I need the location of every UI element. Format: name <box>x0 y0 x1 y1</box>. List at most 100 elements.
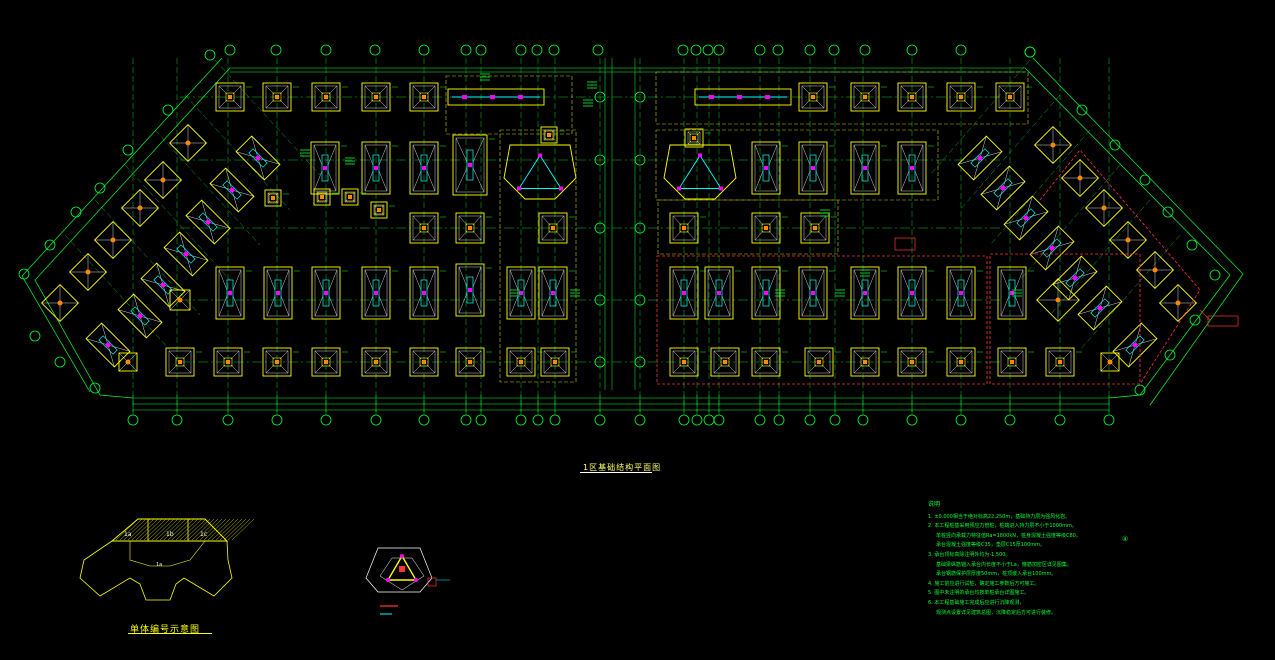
cap-slope-line <box>754 350 764 360</box>
axis-bubble-bottom <box>1103 414 1115 426</box>
note-line: 单桩竖向承载力特征值Ra=1800kN，桩身混凝土强度等级C80。 <box>936 532 1081 539</box>
column-mark <box>1101 205 1107 211</box>
column-mark <box>160 282 166 288</box>
pile-cap-outline <box>313 188 331 206</box>
column-mark <box>228 95 232 99</box>
pile-cap <box>263 266 300 320</box>
cap-slope-line <box>1014 295 1024 317</box>
column-stub <box>175 357 185 367</box>
cap-slope-line <box>1012 99 1022 109</box>
axis-bubble-bottom <box>127 414 139 426</box>
pile-cap-inner <box>412 269 436 317</box>
column-stub <box>956 357 966 367</box>
cap-slope-line <box>265 99 275 109</box>
pile-cap-inner <box>218 269 242 317</box>
cap-slope-line <box>328 350 338 360</box>
wing-axis-line <box>154 129 261 246</box>
pile-cap-outline <box>163 231 209 277</box>
column-stub <box>374 205 384 215</box>
pile-cap <box>751 347 788 377</box>
cap-slope-line <box>543 350 553 360</box>
wing-axis-line <box>1079 234 1181 351</box>
column-mark <box>57 300 63 306</box>
detail-outline <box>365 547 433 593</box>
cap-slope-line <box>686 350 696 360</box>
pile-mark <box>698 153 702 158</box>
pile-cap-outline <box>710 347 740 377</box>
pile-cap-outline <box>341 188 359 206</box>
pile-cap <box>538 212 575 244</box>
cap-slope-line <box>963 364 973 374</box>
cap-slope-line <box>364 99 374 109</box>
right-wing-dimension <box>1024 67 1231 399</box>
hatch-line <box>199 518 223 541</box>
rotated-pile-cap <box>118 352 138 372</box>
column-stub <box>544 130 554 140</box>
column-stub <box>321 92 331 102</box>
cap-slope-line <box>867 364 877 374</box>
column-mark <box>1152 267 1158 273</box>
rotated-pile-cap <box>1135 250 1175 290</box>
key-zone-label: 1c <box>200 531 207 538</box>
hatch-line <box>219 518 243 541</box>
pile-cap-inner <box>265 85 289 109</box>
left-wing-dimension <box>34 67 231 399</box>
pile-cap-outline <box>1033 125 1073 165</box>
column-stub <box>419 357 429 367</box>
cap-slope-line <box>963 269 973 291</box>
cap-slope-line <box>687 140 692 145</box>
hatch-line <box>119 518 143 541</box>
cap-slope-line <box>963 99 973 109</box>
cap-slope-line <box>817 230 827 241</box>
pile-cap <box>850 141 887 195</box>
hatch-line <box>187 518 211 541</box>
cap-slope-line <box>509 269 519 291</box>
pile-cap-outline <box>409 212 439 244</box>
column-mark <box>377 208 381 212</box>
column-mark <box>1132 342 1138 348</box>
cap-slope-line <box>821 364 831 374</box>
axis-bubble-top <box>772 44 784 56</box>
cap-slope-line <box>426 99 436 109</box>
column-mark <box>551 291 555 295</box>
wing-axis-line <box>929 59 1031 176</box>
pile-cap-outline <box>540 347 570 377</box>
column-mark <box>85 269 91 275</box>
cap-slope-line <box>963 85 973 95</box>
column-stub <box>861 154 869 182</box>
hatch-line <box>143 518 167 541</box>
column-mark <box>737 95 742 99</box>
cap-slope-line <box>914 364 924 374</box>
axis-bubble-bottom <box>634 414 646 426</box>
pile-cap-outline <box>215 82 245 112</box>
axis-bubble-top <box>548 44 560 56</box>
cap-slope-line <box>378 170 388 192</box>
notes-marker: ④ <box>1122 535 1128 543</box>
cap-slope-line <box>949 295 959 317</box>
column-stub <box>130 306 150 326</box>
column-mark <box>1077 175 1083 181</box>
pile-cap-outline <box>143 160 183 200</box>
column-stub <box>908 154 916 182</box>
pile-cap-outline <box>1003 195 1049 241</box>
pile-mark <box>559 186 563 191</box>
rotated-pile-cap <box>1077 285 1123 331</box>
detail-pile <box>414 578 418 582</box>
column-mark <box>178 360 182 364</box>
cap-slope-line <box>1000 269 1010 291</box>
pile-cap <box>165 347 202 377</box>
cap-slope-line <box>232 269 242 291</box>
axis-bubble-bottom <box>1054 414 1066 426</box>
pile-cap-outline <box>169 289 191 311</box>
column-stub <box>98 335 118 355</box>
pile-cap <box>370 201 395 219</box>
column-stub <box>861 279 869 307</box>
rotated-pile-cap <box>1003 195 1049 241</box>
column-stub <box>1016 208 1036 228</box>
cap-slope-line <box>523 269 533 291</box>
column-mark <box>1000 185 1006 191</box>
column-mark <box>137 205 143 211</box>
column-mark <box>519 360 523 364</box>
cap-slope-line <box>555 295 565 317</box>
pile-cap <box>215 266 252 320</box>
